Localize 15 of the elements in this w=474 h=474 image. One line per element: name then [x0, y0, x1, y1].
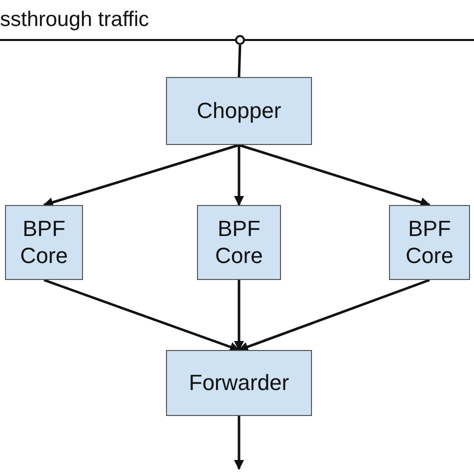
arrow: [44, 278, 240, 352]
arrow: [238, 278, 430, 352]
arrow: [234, 280, 244, 351]
arrow: [234, 416, 244, 470]
tap-point-circle: [235, 35, 245, 45]
process-box: BPF Core: [197, 205, 281, 280]
connector-line: [238, 44, 242, 78]
arrow: [234, 145, 244, 206]
line-label: ssthrough traffic: [0, 8, 150, 32]
arrow: [43, 144, 240, 208]
arrow: [238, 144, 430, 208]
process-box: Forwarder: [166, 350, 312, 416]
process-box: BPF Core: [5, 205, 83, 280]
process-box: Chopper: [166, 77, 312, 145]
process-box: BPF Core: [389, 205, 470, 280]
